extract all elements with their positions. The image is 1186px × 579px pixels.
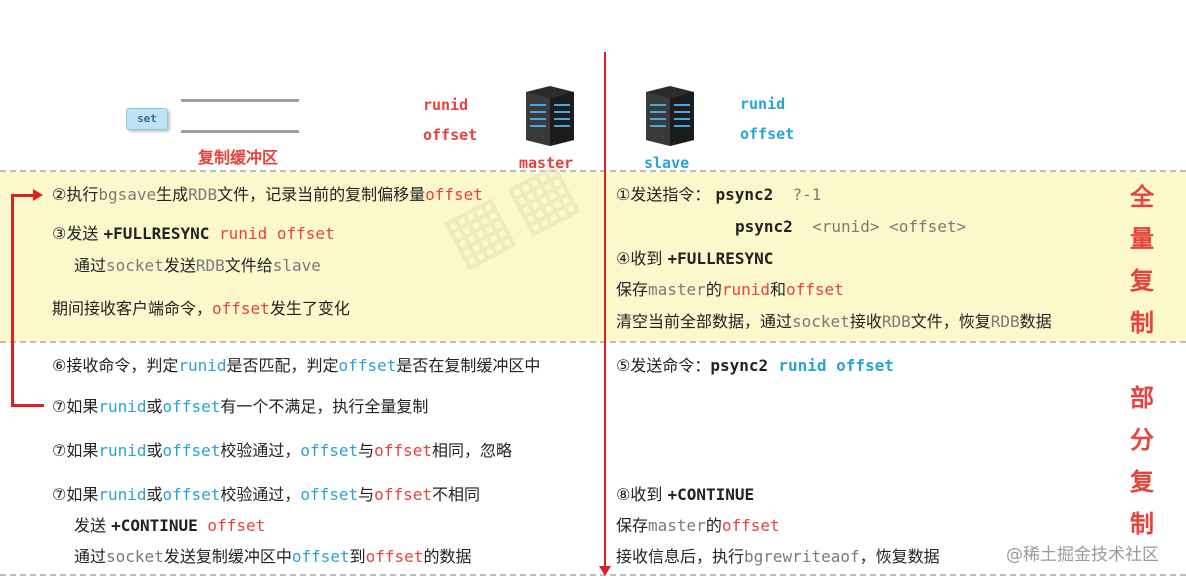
master-step-7a: ⑦如果runid或offset有一个不满足，执行全量复制	[52, 397, 429, 416]
buffer-line-top	[181, 99, 299, 102]
master-send-buffer: 通过socket发送复制缓冲区中offset到offset的数据	[74, 547, 472, 566]
master-step-3-detail: 通过socket发送RDB文件给slave	[74, 256, 321, 275]
full-sync-band	[0, 172, 1186, 342]
buffer-line-bottom	[181, 130, 299, 133]
master-step-3: ③发送 +FULLRESYNC runid offset	[52, 224, 335, 243]
slave-runid-label: runid	[740, 95, 786, 113]
separator-bottom	[0, 574, 1186, 576]
slave-rewrite-aof: 接收信息后，执行bgrewriteaof，恢复数据	[616, 547, 940, 566]
center-divider	[604, 52, 606, 570]
master-offset-label: offset	[423, 126, 478, 144]
loop-arrow-top	[11, 194, 35, 197]
master-label: master	[519, 154, 574, 172]
side-label-partial-2: 分	[1130, 426, 1154, 454]
loop-arrow-vertical	[11, 194, 14, 406]
slave-restore-rdb: 清空当前全部数据，通过socket接收RDB文件，恢复RDB数据	[616, 312, 1052, 331]
side-label-full-3: 复	[1130, 267, 1154, 295]
divider-arrowhead	[599, 566, 611, 576]
separator-top	[0, 170, 1186, 172]
master-step-7c: ⑦如果runid或offset校验通过，offset与offset不相同	[52, 485, 480, 504]
master-send-continue: 发送 +CONTINUE offset	[74, 516, 266, 535]
slave-label: slave	[644, 154, 690, 172]
side-label-partial-4: 制	[1130, 510, 1154, 538]
master-offset-change: 期间接收客户端命令，offset发生了变化	[52, 299, 350, 318]
slave-offset-label: offset	[740, 125, 795, 143]
slave-save-runid-offset: 保存master的runid和offset	[616, 280, 844, 299]
slave-save-offset: 保存master的offset	[616, 516, 780, 535]
master-step-2: ②执行bgsave生成RDB文件，记录当前的复制偏移量offset	[52, 185, 483, 204]
master-server-icon	[526, 86, 574, 146]
side-label-full-2: 量	[1130, 225, 1154, 253]
master-step-7b: ⑦如果runid或offset校验通过，offset与offset相同，忽略	[52, 441, 512, 460]
side-label-partial-3: 复	[1130, 468, 1154, 496]
site-watermark: @稀土掘金技术社区	[1006, 545, 1159, 565]
loop-arrowhead	[33, 189, 43, 201]
slave-step-4: ④收到 +FULLRESYNC	[616, 249, 774, 268]
master-runid-label: runid	[423, 96, 469, 114]
slave-step-5: ⑤发送命令：psync2 runid offset	[616, 356, 894, 375]
side-label-full-1: 全	[1130, 183, 1154, 211]
side-label-full-4: 制	[1130, 309, 1154, 337]
loop-arrow-bottom	[11, 404, 44, 407]
set-command-badge: set	[126, 108, 168, 130]
master-step-6: ⑥接收命令，判定runid是否匹配，判定offset是否在复制缓冲区中	[52, 356, 541, 375]
slave-step-1: ①发送指令： psync2 ?-1	[616, 185, 822, 204]
slave-step-1-psync: psync2 <runid> <offset>	[735, 217, 967, 236]
separator-middle	[0, 341, 1186, 343]
side-label-partial-1: 部	[1130, 384, 1154, 412]
slave-step-8: ⑧收到 +CONTINUE	[616, 485, 755, 504]
slave-server-icon	[646, 86, 694, 146]
buffer-label: 复制缓冲区	[198, 148, 279, 167]
